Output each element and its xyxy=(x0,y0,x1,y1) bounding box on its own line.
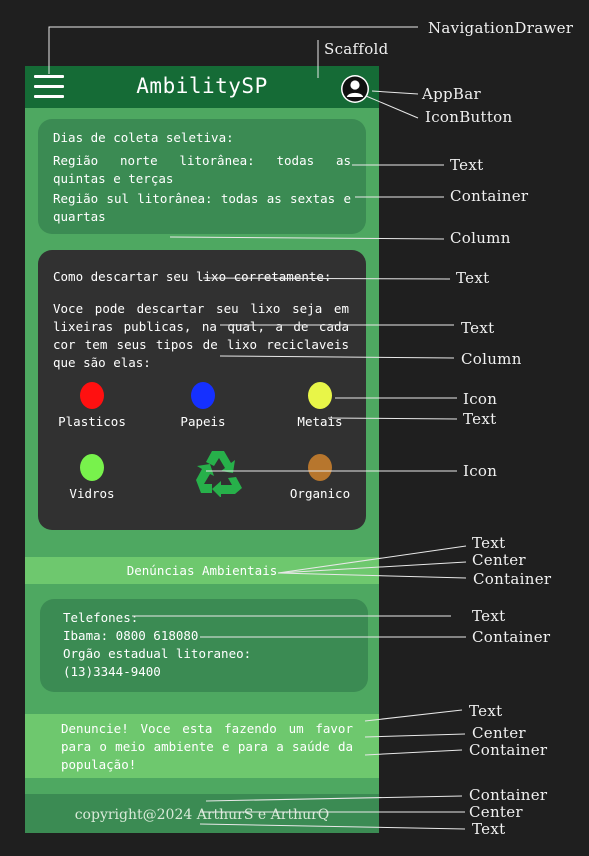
state-agency-phone[interactable]: (13)3344-9400 xyxy=(63,664,161,679)
label-center: Center xyxy=(472,724,526,742)
bin-label: Vidros xyxy=(69,486,115,501)
disposal-card: Como descartar seu lixo corretamente: Vo… xyxy=(38,250,366,530)
phones-label: Telefones: xyxy=(63,610,139,625)
collection-card: Dias de coleta seletiva: Região norte li… xyxy=(38,119,366,234)
label-navigation-drawer: NavigationDrawer xyxy=(428,19,574,37)
footer: copyright@2024 ArthurS e ArthurQ xyxy=(25,794,379,833)
label-center: Center xyxy=(469,803,523,821)
metal-bin-icon xyxy=(308,382,332,409)
bin-label: Plasticos xyxy=(58,414,126,429)
organic-bin-icon xyxy=(308,454,332,481)
bin-plasticos: Plasticos xyxy=(47,382,137,431)
bin-metais: Metais xyxy=(275,382,365,431)
label-container: Container xyxy=(473,570,552,588)
plastic-bin-icon xyxy=(80,382,104,409)
label-icon: Icon xyxy=(463,462,498,480)
collection-north: Região norte litorânea: todas as quintas… xyxy=(53,153,351,186)
report-invite-container: Denuncie! Voce esta fazendo um favor par… xyxy=(25,714,379,778)
label-appbar: AppBar xyxy=(422,85,481,103)
app-bar: AmbilitySP xyxy=(25,66,379,108)
disposal-title: Como descartar seu lixo corretamente: xyxy=(53,269,332,284)
label-container: Container xyxy=(472,628,551,646)
ibama-phone[interactable]: Ibama: 0800 618080 xyxy=(63,628,199,643)
bin-vidros: Vidros xyxy=(47,454,137,503)
label-icon-button: IconButton xyxy=(425,108,513,126)
paper-bin-icon xyxy=(191,382,215,409)
profile-icon[interactable] xyxy=(341,75,369,103)
bin-papeis: Papeis xyxy=(158,382,248,431)
bin-label: Metais xyxy=(297,414,343,429)
label-container: Container xyxy=(469,786,548,804)
bin-label: Organico xyxy=(289,486,351,501)
collection-heading: Dias de coleta seletiva: xyxy=(53,130,234,145)
label-column: Column xyxy=(461,350,522,368)
menu-icon[interactable] xyxy=(34,75,64,99)
copyright-text: copyright@2024 ArthurS e ArthurQ xyxy=(74,807,330,823)
label-text: Text xyxy=(461,319,495,337)
label-container: Container xyxy=(450,187,529,205)
label-column: Column xyxy=(450,229,511,247)
phones-card: Telefones: Ibama: 0800 618080 Orgão esta… xyxy=(40,599,368,692)
label-text: Text xyxy=(472,534,506,552)
reports-heading: Denúncias Ambientais xyxy=(25,557,379,584)
label-icon: Icon xyxy=(463,390,498,408)
app-scaffold: AmbilitySP Dias de coleta seletiva: Regi… xyxy=(25,66,379,833)
disposal-body: Voce pode descartar seu lixo seja em lix… xyxy=(53,301,349,370)
label-text: Text xyxy=(472,820,506,838)
label-center: Center xyxy=(472,551,526,569)
report-invite-text: Denuncie! Voce esta fazendo um favor par… xyxy=(61,721,353,772)
bin-organico: Organico xyxy=(275,454,365,503)
bin-label: Papeis xyxy=(180,414,226,429)
label-container: Container xyxy=(469,741,548,759)
label-text: Text xyxy=(450,156,484,174)
app-title: AmbilitySP xyxy=(136,74,268,98)
glass-bin-icon xyxy=(80,454,104,481)
label-text: Text xyxy=(469,702,503,720)
label-text: Text xyxy=(456,269,490,287)
label-text: Text xyxy=(463,410,497,428)
recycle-icon xyxy=(196,451,242,497)
label-scaffold: Scaffold xyxy=(324,40,389,58)
state-agency-label: Orgão estadual litoraneo: xyxy=(63,646,252,661)
label-text: Text xyxy=(472,607,506,625)
collection-south: Região sul litorânea: todas as sextas e … xyxy=(53,191,351,224)
